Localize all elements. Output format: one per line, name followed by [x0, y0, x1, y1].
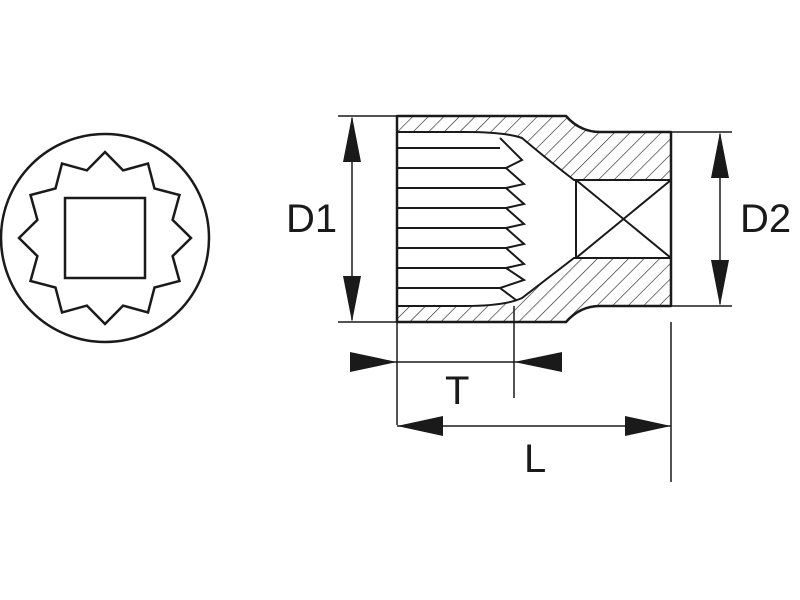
socket-side-section	[395, 114, 673, 324]
label-t: T	[445, 369, 469, 413]
d2-label-bg	[738, 194, 800, 240]
d1-label-bg	[282, 194, 340, 240]
l-arrow-right	[625, 416, 671, 436]
d1-arrow-top	[343, 116, 361, 162]
dimension-lines	[338, 115, 732, 482]
label-l: L	[524, 437, 546, 481]
d1-arrow-bottom	[343, 276, 361, 322]
twelve-point-flutes	[397, 137, 527, 301]
socket-outer-circle	[0, 132, 211, 344]
l-arrow-left	[397, 416, 443, 436]
t-arrow-left	[350, 352, 397, 372]
label-d1: D1	[286, 197, 337, 241]
square-drive-opening	[63, 196, 147, 280]
square-drive-section	[575, 179, 672, 259]
socket-inner-profile-top	[397, 131, 671, 181]
twelve-point-opening	[17, 150, 193, 326]
socket-end-view	[0, 132, 211, 344]
d2-arrow-bottom	[711, 260, 729, 306]
label-d2: D2	[740, 197, 791, 241]
t-arrow-right	[514, 352, 562, 372]
d2-arrow-top	[711, 132, 729, 178]
socket-inner-profile-bottom	[397, 257, 671, 307]
